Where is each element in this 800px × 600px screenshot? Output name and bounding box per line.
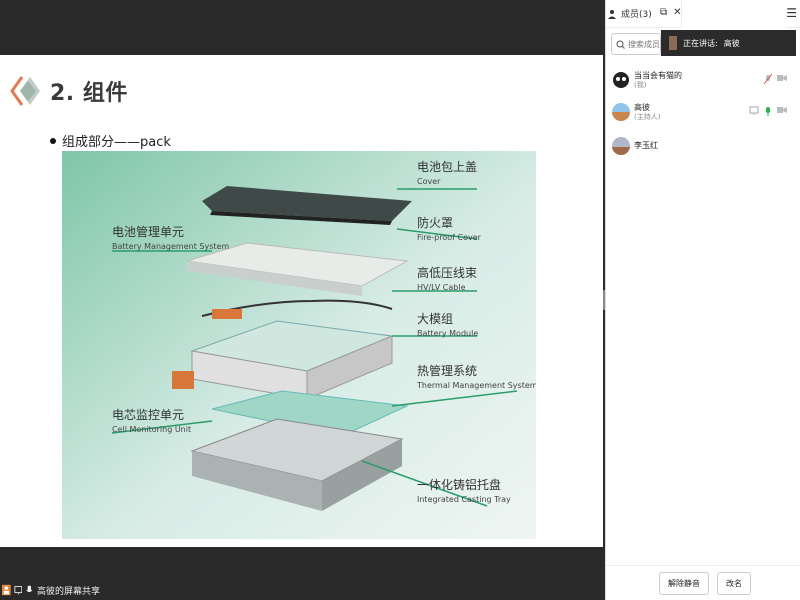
member-name: 高彼: [634, 103, 650, 112]
members-tab-label: 成员(3): [621, 10, 652, 20]
microphone-icon: [26, 585, 33, 593]
slide-logo-icon: [10, 76, 40, 106]
member-info: 当当会有猫的 (我): [634, 71, 682, 89]
camera-off-icon[interactable]: [777, 106, 787, 114]
person-icon: [2, 584, 11, 596]
label-cmu-cn: 电芯监控单元: [112, 408, 184, 422]
label-module-cn: 大模组: [417, 312, 453, 326]
screen-share-icon[interactable]: [749, 106, 759, 116]
mic-on-icon[interactable]: [764, 106, 772, 116]
unmute-button[interactable]: 解除静音: [659, 571, 709, 595]
label-fire-en: Fire-proof Cover: [417, 233, 482, 242]
presentation-slide: 2. 组件 组成部分——pack: [0, 55, 603, 547]
avatar: [612, 71, 630, 89]
label-fire-cn: 防火罩: [417, 215, 453, 230]
label-cover-en: Cover: [417, 177, 441, 186]
bullet-dot: [50, 137, 56, 144]
label-cmu-en: Cell Monitoring Unit: [112, 425, 191, 434]
member-role: (我): [634, 80, 647, 89]
rename-button[interactable]: 改名: [717, 571, 751, 595]
close-icon[interactable]: ✕: [673, 7, 682, 18]
popout-icon[interactable]: ⧉: [660, 7, 668, 18]
menu-icon[interactable]: ☰: [786, 6, 797, 20]
search-placeholder: 搜索成员: [628, 39, 660, 49]
members-icon: [608, 9, 616, 19]
label-thermal-en: Thermal Management System: [416, 381, 536, 390]
search-icon: [616, 40, 625, 49]
member-status-icons: [749, 106, 787, 116]
screen-share-text: 高彼的屏幕共享: [36, 586, 100, 597]
panel-header-blank: [681, 0, 786, 28]
camera-off-icon[interactable]: [777, 74, 787, 82]
screen-icon: [14, 586, 22, 595]
label-module-en: Battery Module: [417, 329, 478, 338]
member-row[interactable]: 当当会有猫的 (我): [612, 66, 797, 94]
member-role: (主持人): [634, 112, 661, 121]
slide-title: 2. 组件: [50, 81, 128, 106]
member-info: 李玉红: [634, 141, 658, 151]
members-panel: 成员(3) ⧉ ✕ ☰ 搜索成员 正在讲话: 高彼 当当会有猫的 (我): [605, 0, 800, 600]
label-cable-cn: 高低压线束: [417, 265, 477, 280]
label-thermal-cn: 热管理系统: [417, 363, 477, 378]
member-name: 当当会有猫的: [634, 71, 682, 80]
speaker-avatar-icon: [669, 36, 677, 50]
member-info: 高彼 (主持人): [634, 103, 660, 121]
mic-muted-icon[interactable]: [764, 74, 772, 84]
panel-header-actions: ⧉ ✕: [660, 7, 682, 18]
member-row[interactable]: 高彼 (主持人): [612, 98, 797, 126]
member-status-icons: [764, 74, 787, 84]
member-name: 李玉红: [634, 141, 658, 151]
member-search[interactable]: 搜索成员: [611, 33, 661, 55]
label-tray-en: Integrated Casting Tray: [417, 495, 511, 504]
avatar: [612, 137, 630, 155]
speaking-indicator: 正在讲话: 高彼: [661, 30, 796, 56]
label-cable-en: HV/LV Cable: [417, 283, 466, 292]
label-tray-cn: 一体化铸铝托盘: [417, 477, 501, 492]
speaking-label: 正在讲话:: [683, 38, 718, 48]
panel-footer: 解除静音 改名: [606, 565, 800, 600]
member-row[interactable]: 李玉红: [612, 132, 797, 160]
bullet-text: 组成部分——pack: [62, 135, 171, 150]
label-bms-cn: 电池管理单元: [112, 224, 184, 239]
shared-screen-area: 2. 组件 组成部分——pack: [0, 55, 603, 600]
label-bms-en: Battery Management System: [112, 242, 229, 251]
slide-bullet: 组成部分——pack: [50, 131, 171, 150]
members-tab[interactable]: 成员(3): [606, 7, 652, 20]
panel-header: 成员(3) ⧉ ✕ ☰: [606, 0, 800, 28]
speaking-name: 高彼: [723, 38, 740, 48]
label-cover-cn: 电池包上盖: [417, 160, 477, 174]
screen-share-indicator[interactable]: 高彼的屏幕共享: [0, 580, 100, 600]
avatar: [612, 103, 630, 121]
battery-pack-diagram: 电池包上盖 Cover 防火罩 Fire-proof Cover 电池管理单元 …: [62, 151, 536, 539]
